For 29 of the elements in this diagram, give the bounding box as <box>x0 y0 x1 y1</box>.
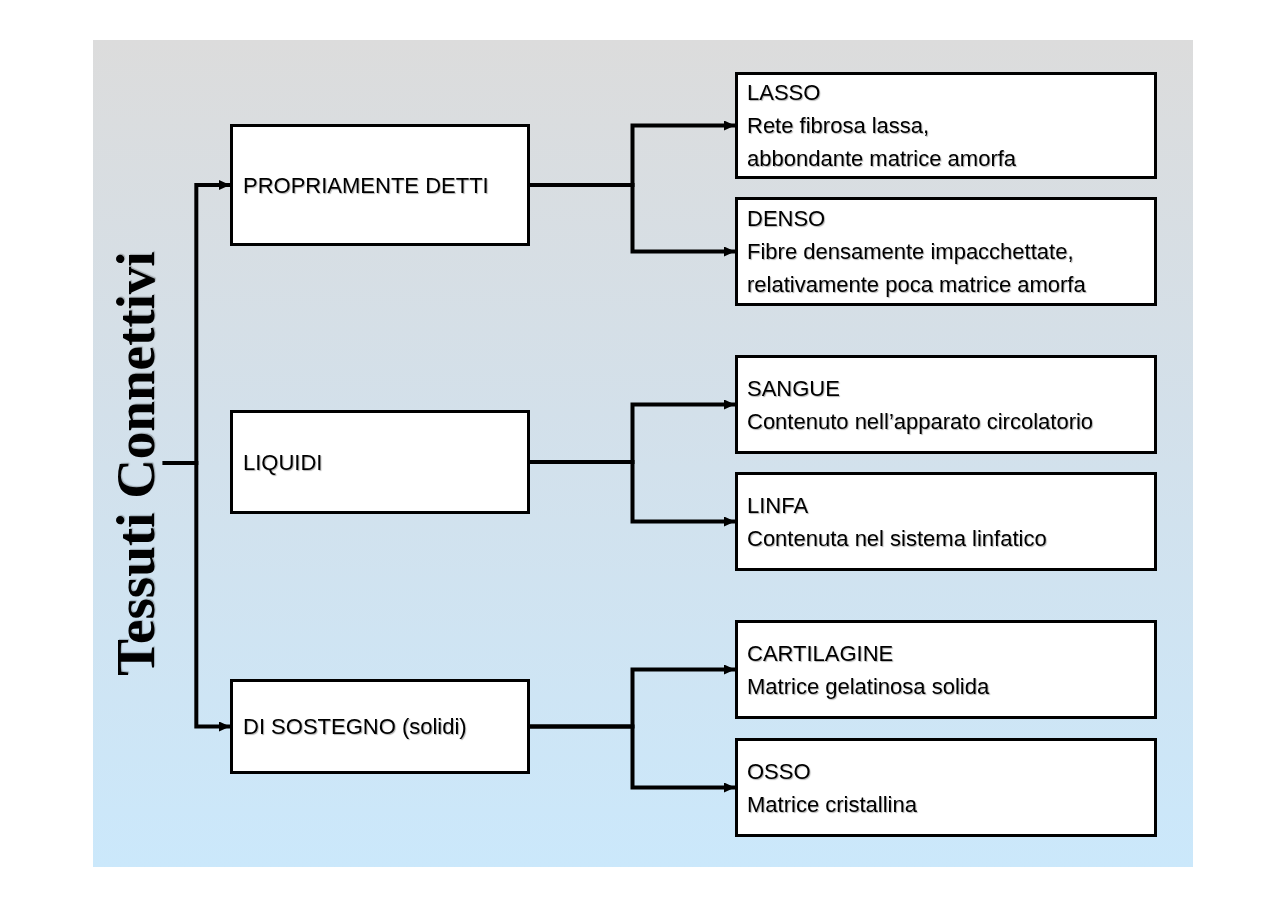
box-heading: LINFA <box>747 491 809 520</box>
category-box <box>735 738 1157 837</box>
box-heading: DENSO <box>747 205 826 233</box>
box-label: LIQUIDI <box>243 448 323 477</box>
box-label: DI SOSTEGNO (solidi) <box>243 713 467 741</box>
category-box <box>735 472 1157 571</box>
connector-arrow <box>530 460 735 527</box>
box-label: PROPRIAMENTE DETTI <box>243 171 489 200</box>
box-description: Contenuto nell’apparato circolatorio <box>747 407 1094 436</box>
box-heading: LASSO <box>747 79 821 107</box>
category-box <box>735 197 1157 306</box>
box-heading: SANGUE <box>747 374 840 403</box>
category-box <box>735 72 1157 179</box>
connector-arrow <box>530 724 735 793</box>
category-box <box>230 410 530 514</box>
box-heading: OSSO <box>747 757 811 786</box>
connector-arrow <box>162 461 230 732</box>
category-box <box>735 620 1157 719</box>
box-description: Contenuta nel sistema linfatico <box>747 524 1047 553</box>
box-description: Rete fibrosa lassa, abbondante matrice amorfa <box>747 112 1018 173</box>
category-box <box>230 124 530 246</box>
box-description: Matrice gelatinosa solida <box>747 672 990 701</box>
connector-arrow <box>530 183 735 257</box>
vertical-title: Tessuti Connettivi <box>107 250 163 676</box>
box-description: Fibre densamente impacchettate, relativamente poca matrice amorfa <box>747 238 1087 299</box>
category-box <box>230 679 530 774</box>
category-box <box>735 355 1157 454</box>
box-heading: CARTILAGINE <box>747 639 894 668</box>
box-description: Matrice cristallina <box>747 790 917 819</box>
